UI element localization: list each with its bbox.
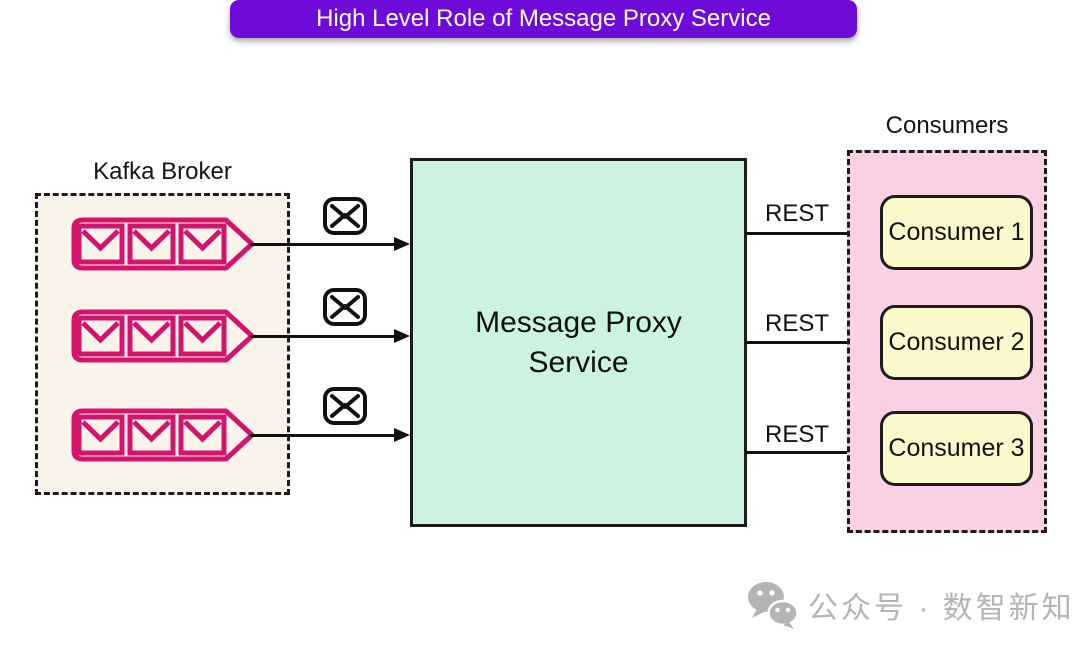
envelope-icon: [323, 288, 367, 326]
kafka-broker-label: Kafka Broker: [93, 158, 232, 185]
rest-label: REST: [764, 200, 829, 227]
envelope-icon: [127, 414, 176, 456]
wechat-icon: [748, 582, 799, 629]
envelope-icon: [76, 315, 125, 357]
envelope-icon: [323, 387, 367, 425]
envelope-icon: [76, 414, 125, 456]
title-banner: High Level Role of Message Proxy Service: [230, 0, 857, 38]
arrowhead-icon: [394, 329, 410, 343]
arrow-line: [250, 242, 394, 246]
consumers-label: Consumers: [885, 112, 1009, 139]
kafka-topic-queue: [71, 309, 254, 363]
consumer-3-box: Consumer 3: [880, 411, 1033, 486]
arrow-line: [746, 231, 864, 235]
arrow-line: [250, 433, 394, 437]
envelope-icon: [178, 414, 227, 456]
arrow-topic3-to-proxy: [250, 428, 410, 442]
kafka-topic-queue: [71, 408, 254, 462]
arrow-line: [250, 334, 394, 338]
consumer-1-label: Consumer 1: [888, 218, 1025, 246]
arrow-topic1-to-proxy: [250, 237, 410, 251]
rest-label: REST: [764, 310, 829, 337]
message-proxy-service-label: Message Proxy Service: [475, 305, 682, 379]
envelope-icon: [178, 223, 227, 265]
message-proxy-service-box: Message Proxy Service: [410, 158, 747, 527]
arrowhead-icon: [394, 237, 410, 251]
consumer-3-label: Consumer 3: [888, 434, 1025, 462]
envelope-icon: [127, 315, 176, 357]
envelope-icon: [76, 223, 125, 265]
envelope-icon: [127, 223, 176, 265]
envelope-icon: [323, 197, 367, 235]
consumer-2-box: Consumer 2: [880, 305, 1033, 380]
watermark-text: 公众号 · 数智新知: [808, 592, 1075, 625]
kafka-topic-queue: [71, 217, 254, 271]
consumer-1-box: Consumer 1: [880, 195, 1033, 270]
rest-label: REST: [764, 421, 829, 448]
watermark: 公众号 · 数智新知: [746, 580, 1075, 630]
arrow-line: [746, 340, 864, 344]
topic-queue-outline: [71, 309, 254, 363]
arrow-line: [746, 450, 864, 454]
arrowhead-icon: [394, 428, 410, 442]
envelope-icon: [178, 315, 227, 357]
topic-queue-outline: [71, 217, 254, 271]
page-title: High Level Role of Message Proxy Service: [316, 5, 771, 32]
consumer-2-label: Consumer 2: [888, 328, 1025, 356]
topic-queue-outline: [71, 408, 254, 462]
arrow-topic2-to-proxy: [250, 329, 410, 343]
